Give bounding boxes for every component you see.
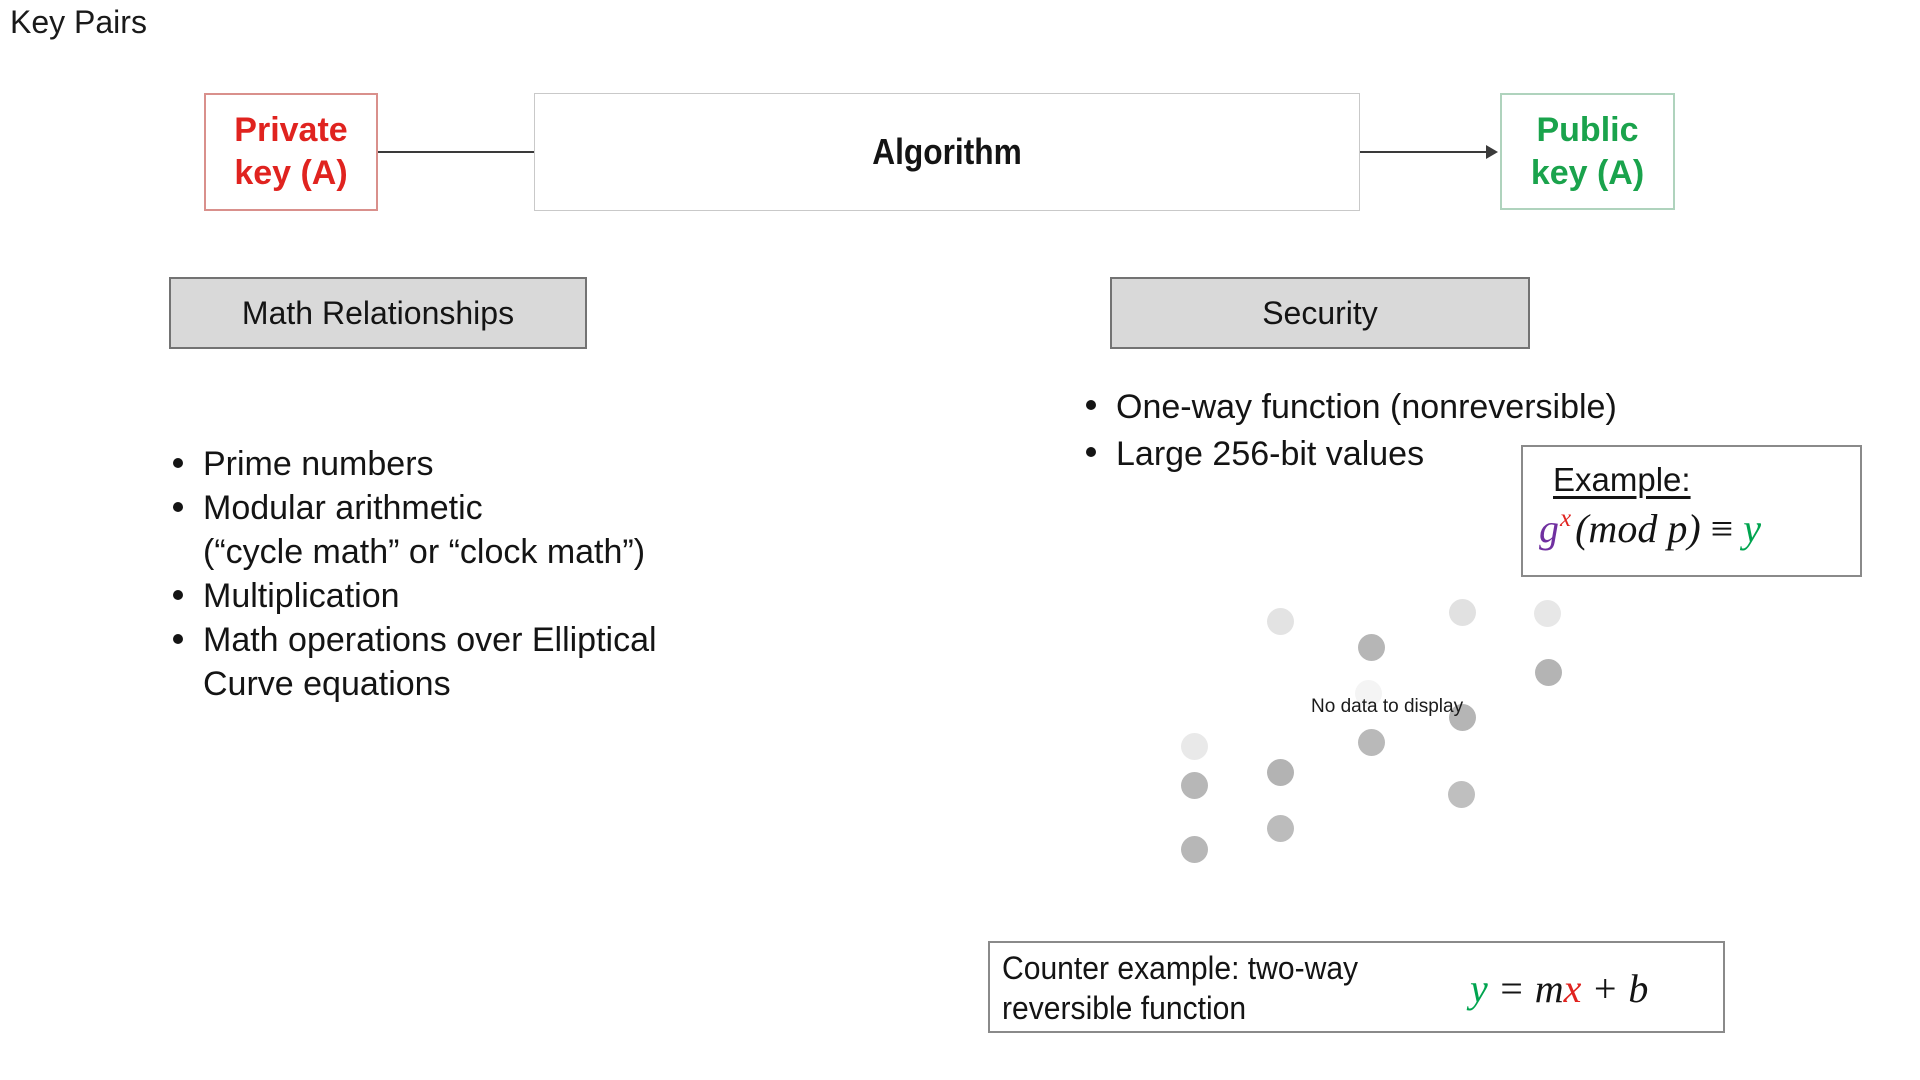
bullet-icon	[173, 458, 183, 468]
security-header[interactable]: Security	[1110, 277, 1530, 349]
counter-line2: reversible function	[1002, 990, 1247, 1026]
counter-example-box[interactable]: Counter example: two-way reversible func…	[988, 941, 1725, 1033]
formula-y: y	[1470, 966, 1488, 1011]
formula-exponent-x: x	[1560, 505, 1572, 532]
scatter-dot	[1266, 607, 1294, 635]
public-key-line1: Public	[1536, 110, 1639, 149]
no-data-message: No data to display	[1311, 696, 1464, 717]
private-key-box[interactable]: Private key (A)	[204, 93, 378, 211]
formula-plus: +	[1581, 966, 1629, 1011]
page-title: Key Pairs	[10, 4, 147, 40]
scatter-dot	[1266, 814, 1294, 842]
scatter-dot	[1447, 780, 1475, 808]
security-label: Security	[1262, 294, 1378, 331]
scatter-dot	[1448, 598, 1476, 626]
formula-y: y	[1743, 506, 1761, 551]
counter-formula: y = mx + b	[1470, 965, 1648, 1012]
bullet-icon	[1086, 447, 1096, 457]
bullet-text: Math operations over Elliptical	[203, 621, 657, 659]
scatter-dot	[1533, 599, 1561, 627]
bullet-text: One-way function (nonreversible)	[1116, 388, 1617, 426]
example-label: Example:	[1553, 461, 1691, 498]
list-item: Math operations over Elliptical Curve eq…	[172, 618, 772, 706]
example-formula: gx(mod p)≡y	[1539, 505, 1761, 552]
public-key-line2: key (A)	[1530, 153, 1645, 192]
bullet-text-wrap: (“cycle math” or “clock math”)	[203, 533, 646, 571]
scatter-dot	[1357, 728, 1385, 756]
list-item: Modular arithmetic (“cycle math” or “clo…	[172, 486, 772, 574]
bullet-text: Multiplication	[203, 577, 400, 615]
bullet-icon	[173, 590, 183, 600]
formula-m: m	[1534, 966, 1564, 1011]
connector-algorithm-to-public	[1360, 151, 1488, 153]
counter-line1: Counter example: two-way	[1002, 950, 1359, 986]
scatter-dot	[1357, 633, 1385, 661]
security-bullet-list: One-way function (nonreversible) Large 2…	[1085, 384, 1705, 478]
math-relationships-label: Math Relationships	[241, 294, 515, 331]
bullet-icon	[173, 634, 183, 644]
private-key-line1: Private	[234, 111, 348, 149]
list-item: Large 256-bit values	[1085, 431, 1705, 478]
list-item: Prime numbers	[172, 442, 772, 486]
bullet-text: Prime numbers	[203, 445, 434, 483]
bullet-icon	[173, 502, 183, 512]
scatter-dot	[1534, 658, 1562, 686]
scatter-dot	[1180, 771, 1208, 799]
formula-equals: =	[1487, 966, 1535, 1011]
example-box[interactable]: Example: gx(mod p)≡y	[1521, 445, 1862, 577]
bullet-icon	[1086, 400, 1096, 410]
formula-equiv-sign: ≡	[1710, 506, 1734, 551]
public-key-box[interactable]: Public key (A)	[1500, 93, 1675, 210]
formula-x: x	[1563, 966, 1582, 1011]
scatter-dot	[1180, 732, 1208, 760]
formula-g: g	[1539, 506, 1559, 551]
formula-b: b	[1628, 966, 1649, 1011]
connector-private-to-algorithm	[378, 151, 534, 153]
private-key-line2: key (A)	[234, 154, 348, 192]
scatter-dot	[1180, 835, 1208, 863]
math-relationships-header[interactable]: Math Relationships	[169, 277, 587, 349]
list-item: Multiplication	[172, 574, 772, 618]
math-bullet-list: Prime numbers Modular arithmetic (“cycle…	[172, 442, 772, 706]
bullet-text: Modular arithmetic	[203, 489, 483, 527]
algorithm-label: Algorithm	[872, 131, 1022, 172]
arrowhead-icon	[1486, 145, 1498, 159]
list-item: One-way function (nonreversible)	[1085, 384, 1705, 431]
formula-mod-p: (mod p)	[1575, 506, 1701, 551]
algorithm-box[interactable]: Algorithm	[534, 93, 1360, 211]
bullet-text-wrap: Curve equations	[203, 665, 451, 703]
bullet-text: Large 256-bit values	[1116, 435, 1425, 473]
counter-example-text: Counter example: two-way reversible func…	[1002, 948, 1381, 1028]
scatter-dot	[1266, 758, 1294, 786]
